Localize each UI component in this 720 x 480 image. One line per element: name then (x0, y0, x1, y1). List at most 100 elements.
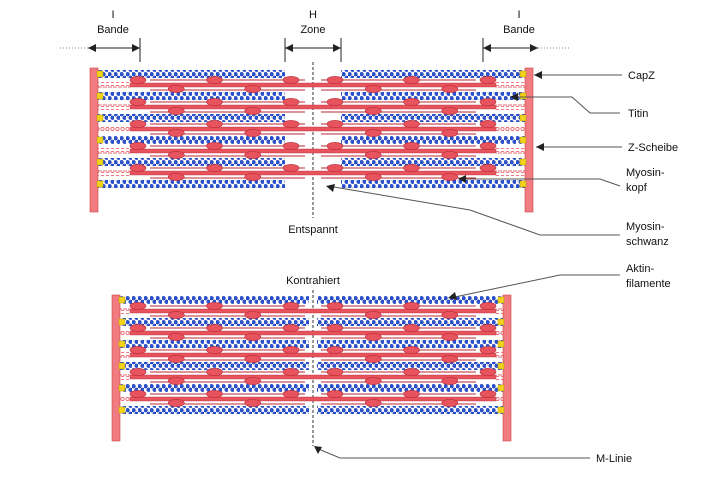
myosin-head (326, 76, 344, 84)
myosin-head (479, 120, 497, 128)
z-disc-label: Z-Scheibe (628, 142, 678, 154)
actin-filament (98, 92, 285, 100)
myosin-shaft (129, 308, 497, 314)
myosin-head (282, 120, 300, 128)
myosin-shaft (129, 170, 497, 176)
myosin-head (282, 324, 300, 332)
myosin-head (441, 333, 459, 341)
h-zone-label: H (309, 9, 317, 21)
actin-filament (317, 362, 503, 370)
myosin-head (326, 302, 344, 310)
titin-left (120, 352, 130, 358)
myosin-head (244, 377, 262, 385)
actin-filament (317, 296, 503, 304)
actin-filament (317, 318, 503, 326)
myosin-head (403, 346, 420, 354)
actin-label-2: filamente (626, 278, 671, 290)
myosin-head (167, 107, 185, 115)
myosin-head (206, 324, 223, 332)
myosin-shaft (129, 126, 497, 132)
capz-cap (497, 362, 505, 370)
myosin-head (403, 98, 420, 106)
capz-cap (519, 136, 527, 144)
contracted-sarcomere (111, 290, 512, 446)
actin-filament (341, 136, 525, 144)
actin-filament (317, 406, 503, 414)
myosin-head (326, 368, 344, 376)
myosin-head (167, 173, 185, 181)
myosin-head (282, 302, 300, 310)
myosin-head (244, 355, 262, 363)
band-labels: I Bande H Zone I Bande (60, 9, 570, 62)
myosin-head (479, 346, 497, 354)
myosin-head (326, 346, 344, 354)
myosin-head-label: Myosin- (626, 167, 665, 179)
myosin-head (441, 399, 459, 407)
titin-right (496, 82, 525, 88)
myosin-head-label-2: kopf (626, 182, 648, 194)
myosin-head (129, 164, 147, 172)
myosin-shaft (129, 352, 497, 358)
capz-cap (96, 158, 104, 166)
myosin-head (244, 85, 262, 93)
myosin-head (129, 142, 147, 150)
capz-cap (96, 92, 104, 100)
myosin-head (206, 76, 223, 84)
callouts: CapZ Titin Z-Scheibe Myosin- kopf Myosin… (314, 70, 678, 465)
titin-left (120, 330, 130, 336)
titin-label: Titin (628, 108, 648, 120)
myosin-tail-label-2: schwanz (626, 236, 669, 248)
myosin-head (364, 355, 382, 363)
myosin-head (282, 346, 300, 354)
actin-filament (317, 384, 503, 392)
i-band-left-label-2: Bande (97, 24, 129, 36)
myosin-head (403, 324, 420, 332)
myosin-head (479, 390, 497, 398)
myosin-head (129, 390, 147, 398)
actin-filament (120, 406, 309, 414)
capz-cap (519, 114, 527, 122)
myosin-head (167, 129, 185, 137)
myosin-head (364, 399, 382, 407)
actin-filament (120, 384, 309, 392)
myosin-head (167, 85, 185, 93)
actin-filament (341, 92, 525, 100)
titin-left (120, 308, 130, 314)
myosin-head (441, 355, 459, 363)
capz-cap (96, 114, 104, 122)
myosin-head (206, 302, 223, 310)
titin-right (496, 308, 503, 314)
actin-filament (98, 114, 285, 122)
titin-right (496, 374, 503, 380)
myosin-head (206, 390, 223, 398)
myosin-head (244, 151, 262, 159)
myosin-head (364, 311, 382, 319)
capz-cap (519, 70, 527, 78)
capz-cap (96, 180, 104, 188)
myosin-head (441, 377, 459, 385)
myosin-head (167, 377, 185, 385)
capz-cap (497, 406, 505, 414)
actin-filament (341, 114, 525, 122)
myosin-head (326, 142, 344, 150)
myosin-head (403, 142, 420, 150)
myosin-head (441, 311, 459, 319)
myosin-head (364, 107, 382, 115)
capz-cap (497, 318, 505, 326)
titin-right (496, 104, 525, 110)
contracted-label: Kontrahiert (286, 275, 340, 287)
titin-right (496, 330, 503, 336)
actin-filament (98, 136, 285, 144)
i-band-left-label: I (111, 9, 114, 21)
myosin-head (206, 368, 223, 376)
capz-cap (118, 340, 126, 348)
capz-label: CapZ (628, 70, 655, 82)
titin-left (98, 82, 130, 88)
myosin-head (364, 333, 382, 341)
actin-filament (120, 296, 309, 304)
actin-filament (98, 158, 285, 166)
capz-cap (118, 318, 126, 326)
myosin-head (129, 368, 147, 376)
titin-left (98, 126, 130, 132)
